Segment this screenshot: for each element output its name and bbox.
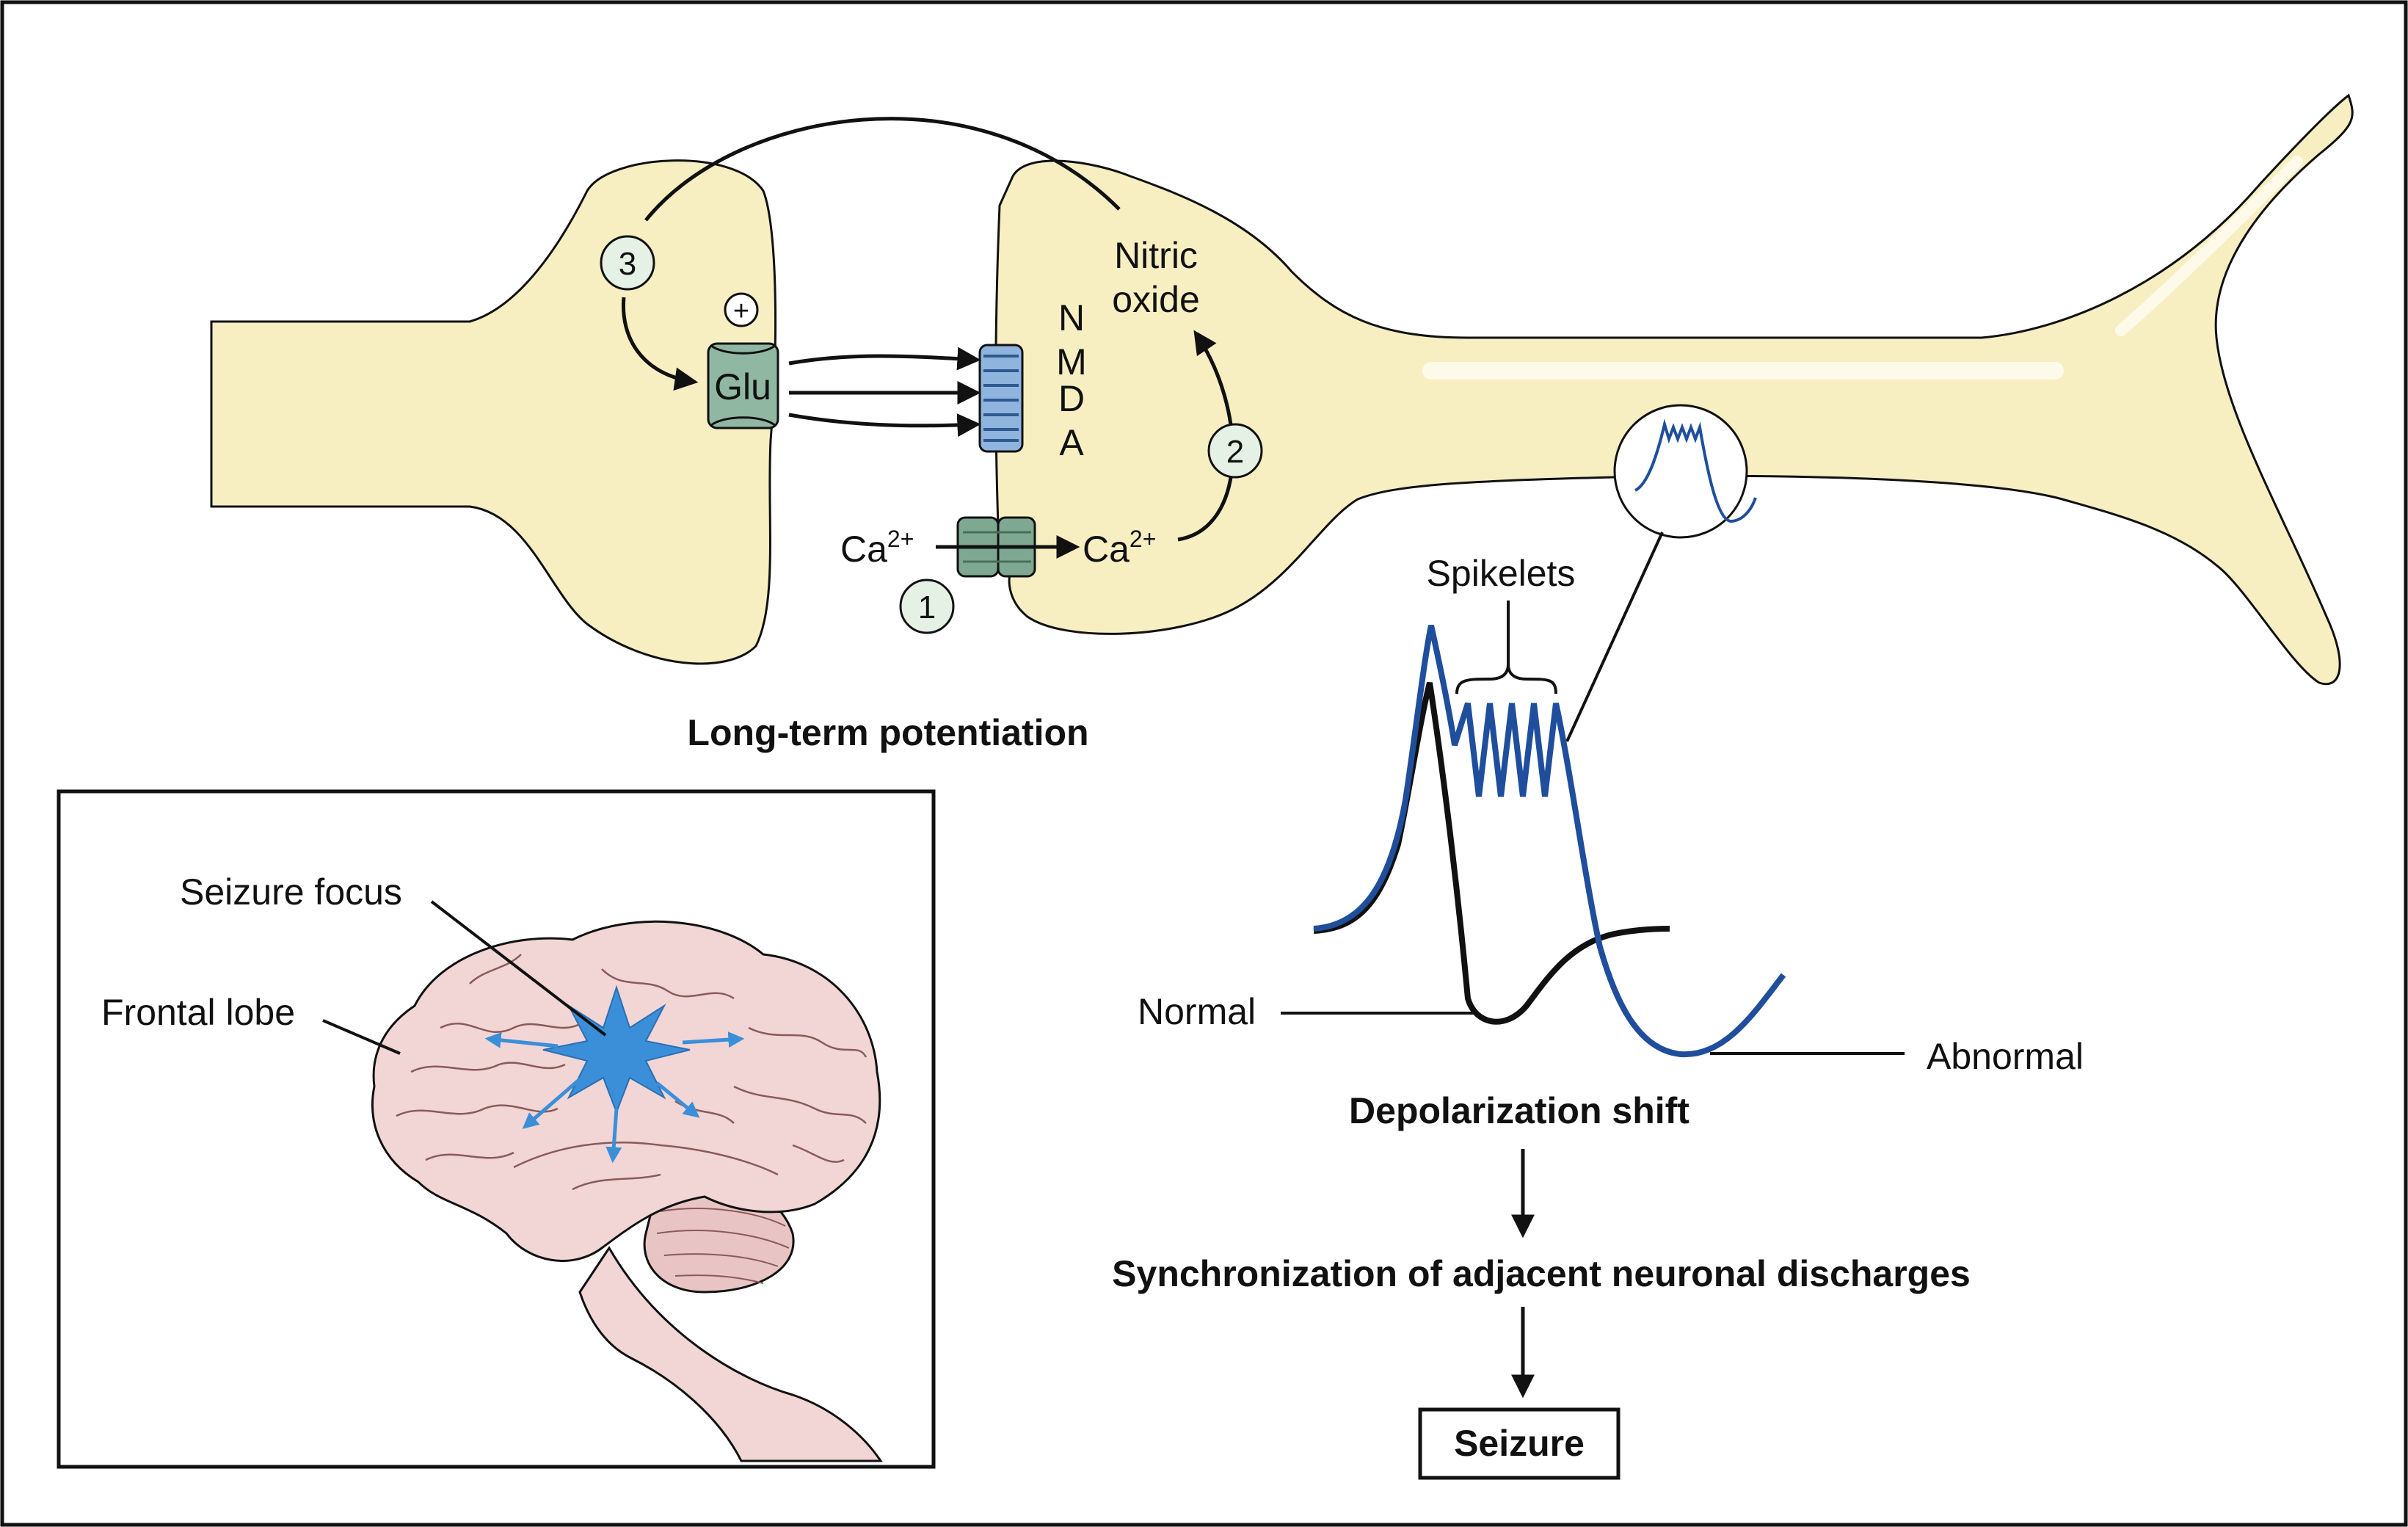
- depolarization-shift-title: Depolarization shift: [1349, 1090, 1689, 1131]
- nmda-receptor: [978, 344, 1024, 453]
- nmda-letter-a: A: [1059, 422, 1084, 463]
- spread-arrow-lower-right: [655, 1081, 700, 1118]
- abnormal-trace: [1313, 625, 1786, 1058]
- normal-label: Normal: [1138, 991, 1256, 1032]
- nmda-letter-m: M: [1056, 341, 1087, 382]
- spread-arrow-down: [605, 1108, 622, 1164]
- spikelets-brace: [1455, 664, 1557, 694]
- seizure-outcome-label: Seizure: [1454, 1423, 1585, 1464]
- brain-inset: Seizure focus Frontal lobe: [57, 789, 936, 1469]
- spread-arrow-right: [682, 1031, 745, 1048]
- frontal-lobe-label: Frontal lobe: [101, 992, 295, 1033]
- spikelets-label: Spikelets: [1427, 553, 1576, 594]
- cerebrum: [371, 920, 881, 1262]
- step-3-number: 3: [619, 246, 636, 282]
- synchronization-step: Synchronization of adjacent neuronal dis…: [1112, 1253, 1971, 1294]
- glutamate-arrow-1: [788, 347, 981, 371]
- zoom-circle: [1613, 404, 1748, 539]
- step-2-circle: [1207, 423, 1263, 479]
- synapse-panel: 3 + Glu N M D A Nitric oxide 2: [210, 93, 2354, 753]
- long-term-potentiation-title: Long-term potentiation: [687, 712, 1088, 753]
- abnormal-label: Abnormal: [1927, 1036, 2084, 1077]
- plus-circle: [724, 292, 759, 327]
- step3-to-glu-arrow: [621, 297, 699, 391]
- seizure-flow: Synchronization of adjacent neuronal dis…: [1112, 1149, 1971, 1480]
- cerebellum-folia: [656, 1208, 790, 1284]
- zoom-abnormal-trace: [1634, 418, 1757, 523]
- nitric-oxide-label-line2: oxide: [1112, 279, 1200, 320]
- seizure-outcome-box: [1418, 1407, 1621, 1480]
- glu-channel: [707, 342, 779, 429]
- glutamate-arrow-3: [788, 413, 981, 438]
- step-1-number: 1: [918, 590, 936, 625]
- zoom-leader-line: [1565, 532, 1664, 742]
- brain-gyri: [396, 954, 867, 1191]
- postsynaptic-dendrite: [994, 93, 2354, 686]
- seizure-focus-label: Seizure focus: [180, 871, 402, 913]
- nmda-letter-n: N: [1058, 297, 1085, 338]
- spread-arrow-left: [484, 1031, 559, 1048]
- glu-label: Glu: [714, 366, 771, 407]
- depolarization-panel: Spikelets Normal Abnormal Depolarization…: [1138, 404, 2084, 1131]
- nitric-oxide-label-line1: Nitric: [1114, 235, 1198, 276]
- spread-arrow-lower-left: [522, 1078, 581, 1129]
- calcium-inside-label: Ca2+: [1083, 526, 1156, 570]
- seizure-focus-leader: [430, 900, 607, 1037]
- calcium-outside-label: Ca2+: [840, 526, 914, 570]
- step-3-circle: [600, 235, 655, 291]
- branch-highlight: [2115, 156, 2303, 336]
- nmda-letter-d: D: [1058, 378, 1085, 419]
- step-2-number: 2: [1226, 434, 1244, 470]
- step-1-circle: [899, 578, 955, 634]
- brain-stem: [578, 1246, 883, 1462]
- frontal-lobe-leader: [322, 1019, 401, 1055]
- plus-sign: +: [733, 296, 749, 327]
- nitric-oxide-retrograde-arc: [644, 117, 1121, 222]
